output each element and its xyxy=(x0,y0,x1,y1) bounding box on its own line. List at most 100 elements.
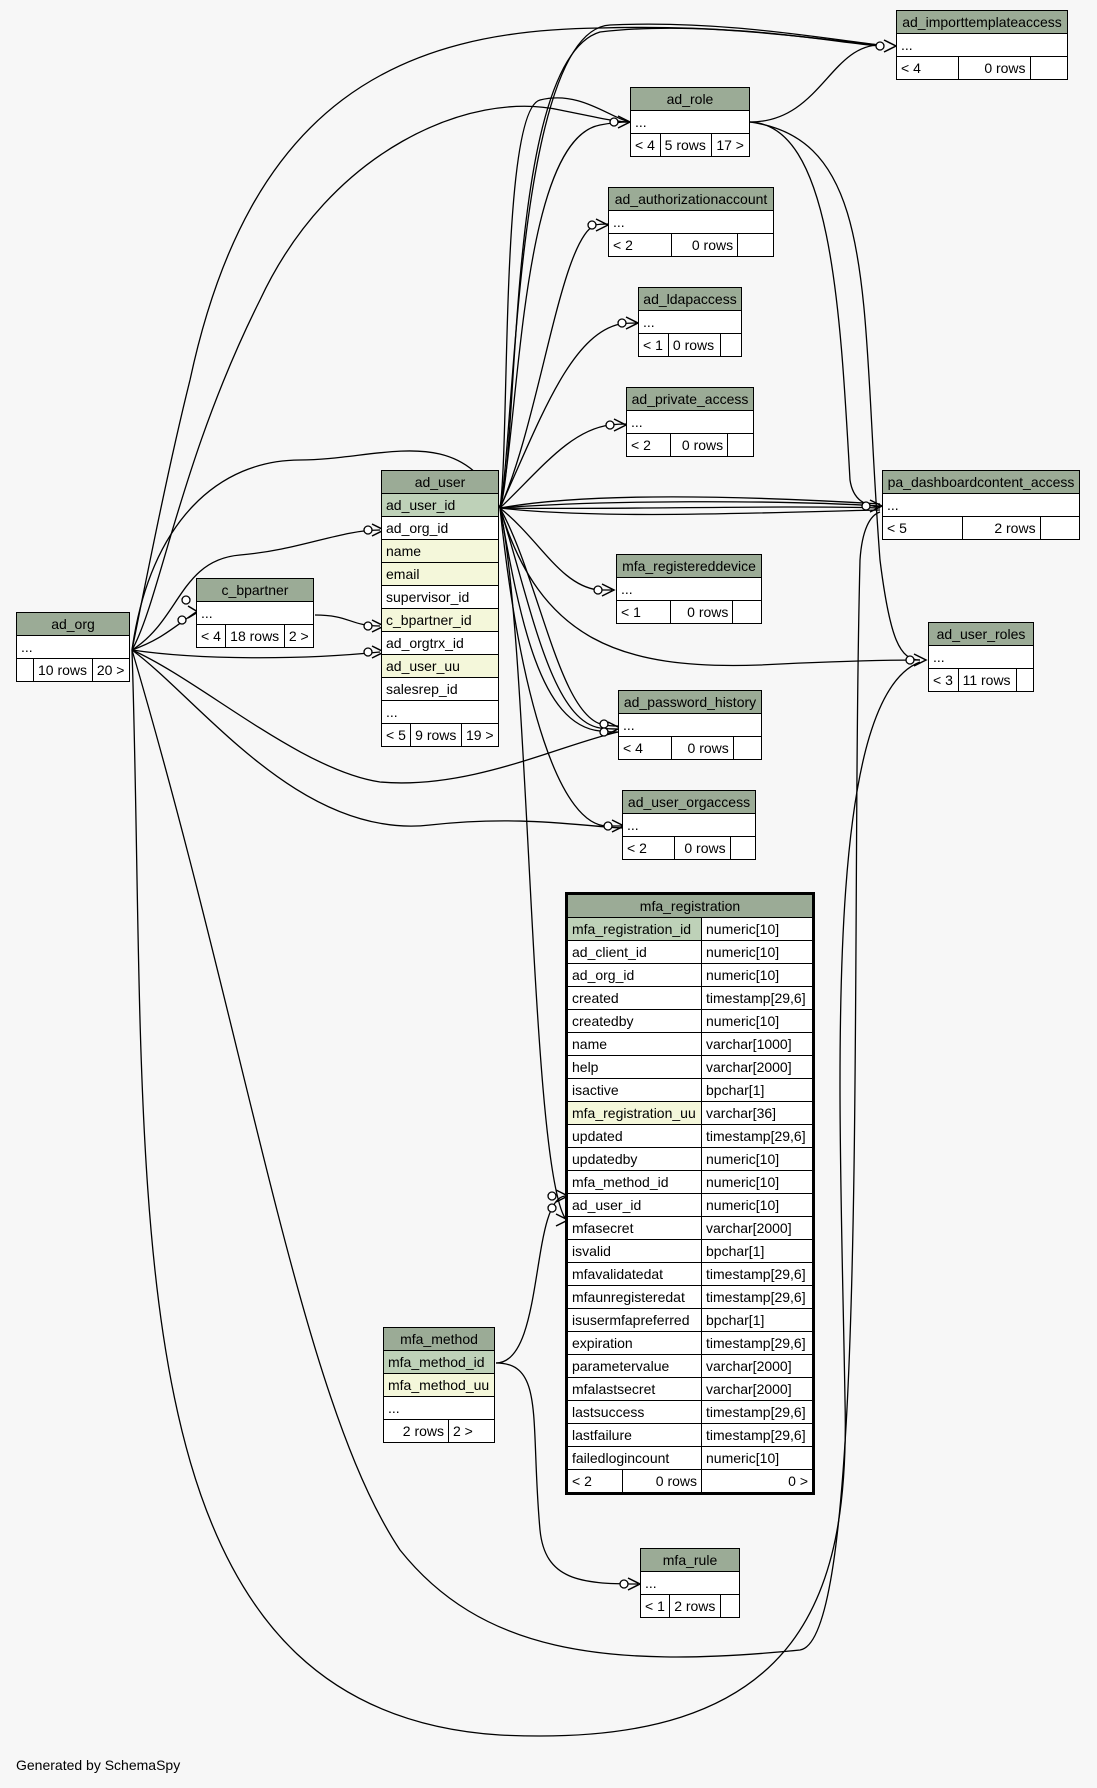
table-pa-dashboardcontent-access[interactable]: pa_dashboardcontent_access ... < 5 2 row… xyxy=(882,470,1081,540)
column-name[interactable]: isvalid xyxy=(566,1239,702,1263)
column-c-bpartner-id[interactable]: c_bpartner_id xyxy=(381,608,499,632)
table-name[interactable]: mfa_rule xyxy=(640,1548,740,1572)
column-name[interactable]: ad_org_id xyxy=(566,963,702,987)
column-name[interactable]: createdby xyxy=(566,1009,702,1033)
column-salesrep-id[interactable]: salesrep_id xyxy=(381,677,499,701)
column-name[interactable]: created xyxy=(566,986,702,1010)
child-count[interactable] xyxy=(727,433,754,457)
child-count[interactable]: 20 > xyxy=(91,658,131,682)
parent-count[interactable]: < 1 xyxy=(639,1594,671,1618)
table-name[interactable]: ad_org xyxy=(16,612,130,636)
column-name[interactable]: lastfailure xyxy=(566,1423,702,1447)
table-name[interactable]: ad_password_history xyxy=(618,690,762,714)
column-mfa-method-id[interactable]: mfa_method_id xyxy=(383,1350,495,1374)
table-name[interactable]: ad_private_access xyxy=(626,387,754,411)
table-c-bpartner[interactable]: c_bpartner ... < 4 18 rows 2 > xyxy=(195,578,315,648)
table-ad-role[interactable]: ad_role ... < 4 5 rows 17 > xyxy=(630,87,750,157)
table-name[interactable]: mfa_registereddevice xyxy=(616,554,762,578)
column-name[interactable]: updated xyxy=(566,1124,702,1148)
table-name[interactable]: pa_dashboardcontent_access xyxy=(882,470,1080,494)
parent-count[interactable]: < 2 xyxy=(566,1469,623,1494)
table-ad-user[interactable]: ad_user ad_user_id ad_org_id name email … xyxy=(380,470,500,747)
child-count[interactable] xyxy=(737,233,774,257)
table-mfa-registereddevice[interactable]: mfa_registereddevice ... < 1 0 rows xyxy=(616,554,762,624)
table-mfa-rule[interactable]: mfa_rule ... < 1 2 rows xyxy=(639,1548,740,1618)
column-supervisor-id[interactable]: supervisor_id xyxy=(381,585,499,609)
column-name[interactable]: updatedby xyxy=(566,1147,702,1171)
column-name[interactable]: mfa_registration_uu xyxy=(566,1101,702,1125)
parent-count[interactable]: < 5 xyxy=(882,516,963,540)
child-count[interactable] xyxy=(732,600,762,624)
column-name[interactable]: lastsuccess xyxy=(566,1400,702,1424)
table-name[interactable]: ad_user_roles xyxy=(928,622,1034,646)
table-name[interactable]: mfa_method xyxy=(383,1327,495,1351)
table-ad-ldapaccess[interactable]: ad_ldapaccess ... < 1 0 rows xyxy=(638,287,742,357)
parent-count[interactable]: < 5 xyxy=(380,723,412,747)
table-ad-private-access[interactable]: ad_private_access ... < 2 0 rows xyxy=(625,387,754,457)
column-name[interactable]: parametervalue xyxy=(566,1354,702,1378)
parent-count[interactable]: < 1 xyxy=(638,333,669,357)
column-name[interactable]: mfalastsecret xyxy=(566,1377,702,1401)
table-ad-org[interactable]: ad_org ... 10 rows 20 > xyxy=(16,612,131,682)
parent-count[interactable]: < 1 xyxy=(616,600,671,624)
child-count[interactable] xyxy=(1029,56,1069,80)
column-name[interactable]: name xyxy=(566,1032,702,1056)
column-email[interactable]: email xyxy=(381,562,499,586)
table-name[interactable]: ad_authorizationaccount xyxy=(608,187,774,211)
child-count[interactable]: 2 > xyxy=(283,624,315,648)
column-ad-org-id[interactable]: ad_org_id xyxy=(381,516,499,540)
column-mfa-method-uu[interactable]: mfa_method_uu xyxy=(383,1373,495,1397)
column-name[interactable]: isusermfapreferred xyxy=(566,1308,702,1332)
parent-count[interactable]: < 4 xyxy=(896,56,959,80)
child-count[interactable]: 19 > xyxy=(460,723,500,747)
child-count[interactable] xyxy=(1016,668,1034,692)
column-name[interactable]: isactive xyxy=(566,1078,702,1102)
column-name[interactable]: name xyxy=(381,539,499,563)
parent-count[interactable]: < 4 xyxy=(195,624,227,648)
parent-count[interactable]: < 2 xyxy=(622,836,675,860)
child-count[interactable]: 0 > xyxy=(701,1469,814,1494)
column-ad-user-uu[interactable]: ad_user_uu xyxy=(381,654,499,678)
table-name[interactable]: ad_user xyxy=(381,470,499,494)
table-name[interactable]: mfa_registration xyxy=(566,893,814,918)
child-count[interactable]: 17 > xyxy=(711,133,750,157)
column-name[interactable]: mfa_registration_id xyxy=(566,917,702,941)
table-mfa-method[interactable]: mfa_method mfa_method_id mfa_method_uu .… xyxy=(383,1327,495,1443)
column-name[interactable]: failedlogincount xyxy=(566,1446,702,1470)
parent-count[interactable]: < 4 xyxy=(617,736,673,760)
column-name[interactable]: ad_user_id xyxy=(566,1193,702,1217)
column-name[interactable]: expiration xyxy=(566,1331,702,1355)
table-name[interactable]: c_bpartner xyxy=(196,578,314,602)
child-count[interactable] xyxy=(732,736,763,760)
table-ad-user-roles[interactable]: ad_user_roles ... < 3 11 rows xyxy=(928,622,1034,692)
parent-count[interactable]: < 3 xyxy=(928,668,959,692)
child-count[interactable]: 2 > xyxy=(448,1419,495,1443)
table-name[interactable]: ad_role xyxy=(630,87,750,111)
column-name[interactable]: mfasecret xyxy=(566,1216,702,1240)
parent-count[interactable] xyxy=(16,658,34,682)
table-name[interactable]: ad_ldapaccess xyxy=(638,287,742,311)
column-name[interactable]: ad_client_id xyxy=(566,940,702,964)
table-ad-authorizationaccount[interactable]: ad_authorizationaccount ... < 2 0 rows xyxy=(608,187,774,257)
column-ad-user-id[interactable]: ad_user_id xyxy=(381,493,499,517)
column-name[interactable]: mfaunregisteredat xyxy=(566,1285,702,1309)
child-count[interactable] xyxy=(720,1594,740,1618)
parent-count[interactable]: < 4 xyxy=(630,133,661,157)
